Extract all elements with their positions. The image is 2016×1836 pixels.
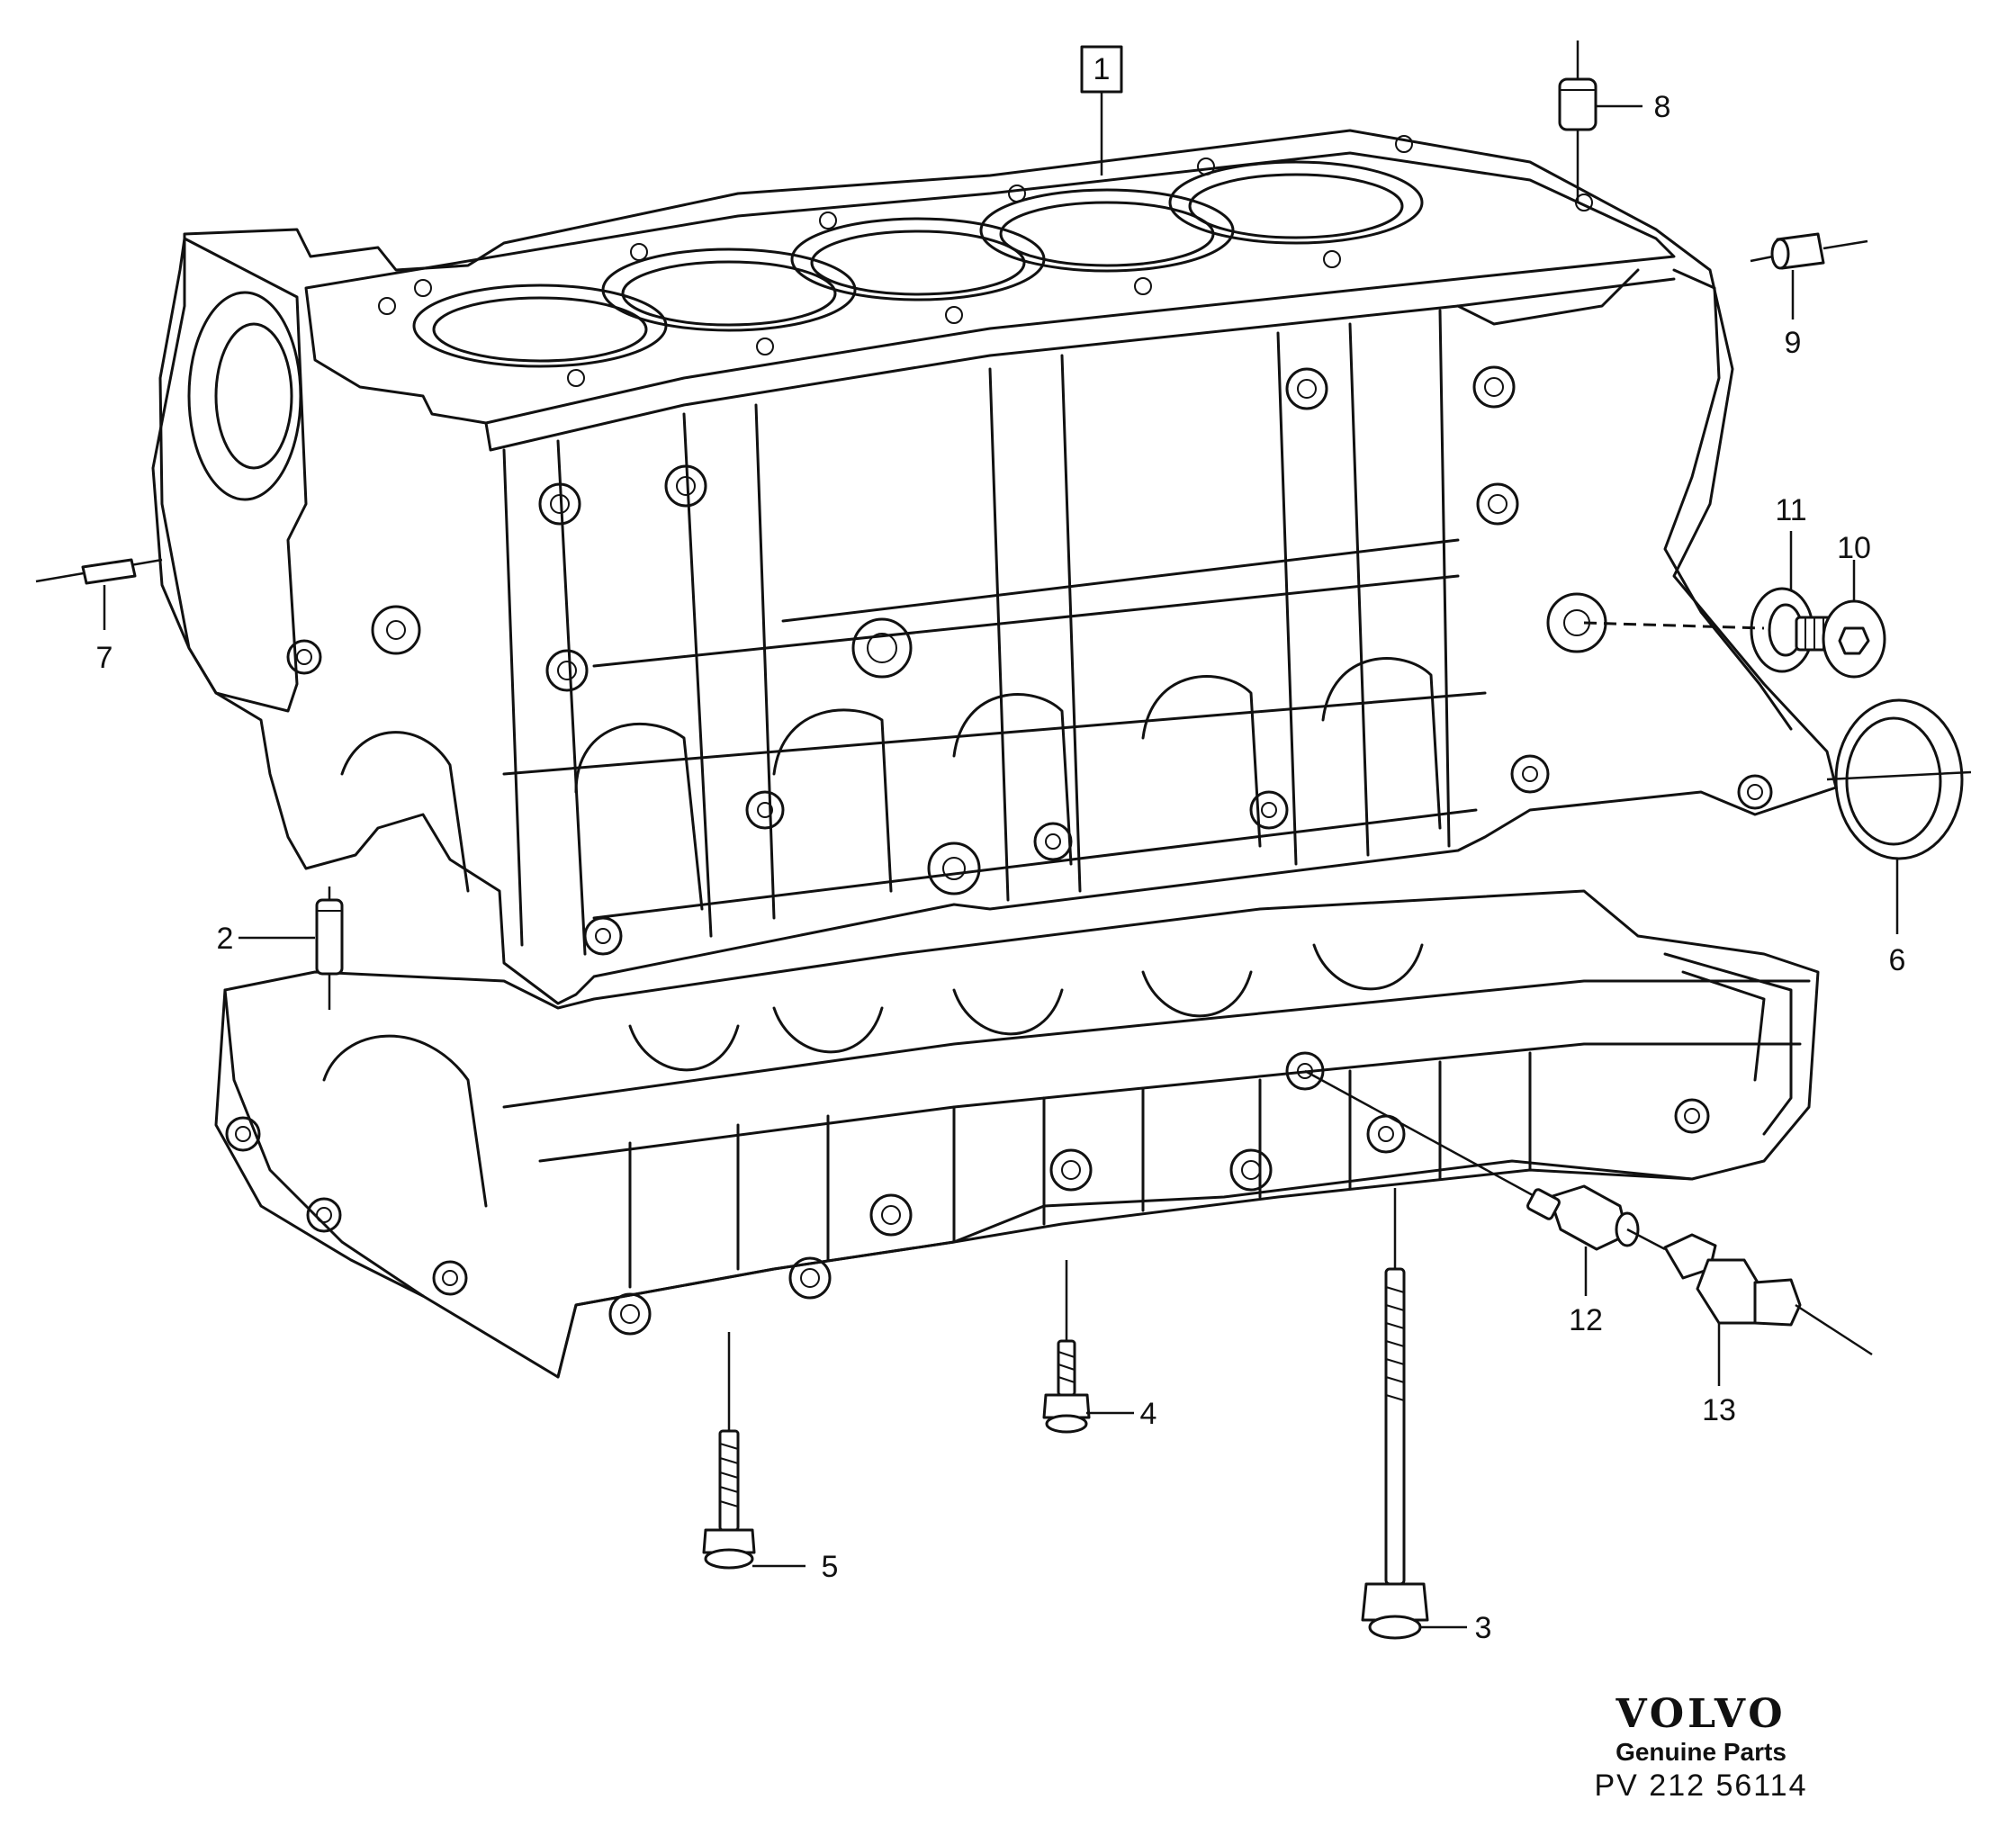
dowel-pin-7 — [35, 558, 163, 630]
bolt-4 — [1042, 1260, 1091, 1434]
callout-3-label: 3 — [1475, 1611, 1492, 1645]
callout-7-label: 7 — [96, 641, 113, 675]
bolt-5 — [702, 1332, 756, 1570]
callout-8-label: 8 — [1654, 90, 1671, 124]
callout-13-label: 13 — [1702, 1393, 1736, 1427]
cylinder-block — [151, 129, 1838, 1005]
sender-13 — [1663, 1233, 1873, 1386]
brand-block: VOLVO Genuine Parts PV 212 56114 — [1530, 1692, 1872, 1804]
bedplate-bosses — [225, 1051, 1710, 1336]
callout-1: 1 — [1080, 45, 1123, 94]
callout-11-label: 11 — [1775, 493, 1806, 527]
callout-9-label: 9 — [1785, 326, 1802, 360]
oil-seal-6 — [1826, 698, 1972, 934]
bedplate-bearing-caps — [322, 943, 1424, 1208]
dowel-pin-2 — [315, 886, 344, 1010]
callout-1-label: 1 — [1094, 52, 1111, 86]
stud-3 — [1361, 1188, 1429, 1640]
callout-5-label: 5 — [822, 1550, 839, 1584]
main-bearing-webs — [340, 657, 1442, 911]
diagram-code: PV 212 56114 — [1594, 1768, 1808, 1803]
callout-4-label: 4 — [1140, 1397, 1157, 1431]
volvo-logo: VOLVO — [1616, 1691, 1786, 1737]
callout-2-label: 2 — [217, 922, 234, 956]
label-leaders — [238, 92, 1467, 1629]
brand-tagline: Genuine Parts — [1616, 1738, 1786, 1766]
sleeve-8 — [1558, 40, 1642, 202]
plug-screw-10 — [1583, 560, 1886, 679]
cylinder-bores — [412, 160, 1424, 368]
sensor-12 — [1304, 1069, 1666, 1296]
deck-bolt-holes — [378, 135, 1593, 387]
block-ribs — [502, 309, 1487, 956]
callout-12-label: 12 — [1569, 1303, 1603, 1337]
callout-10-label: 10 — [1837, 531, 1871, 565]
sleeve-9 — [1750, 232, 1868, 320]
bedplate — [214, 889, 1820, 1379]
bedplate-webs — [628, 1051, 1532, 1289]
callout-6-label: 6 — [1889, 943, 1906, 977]
